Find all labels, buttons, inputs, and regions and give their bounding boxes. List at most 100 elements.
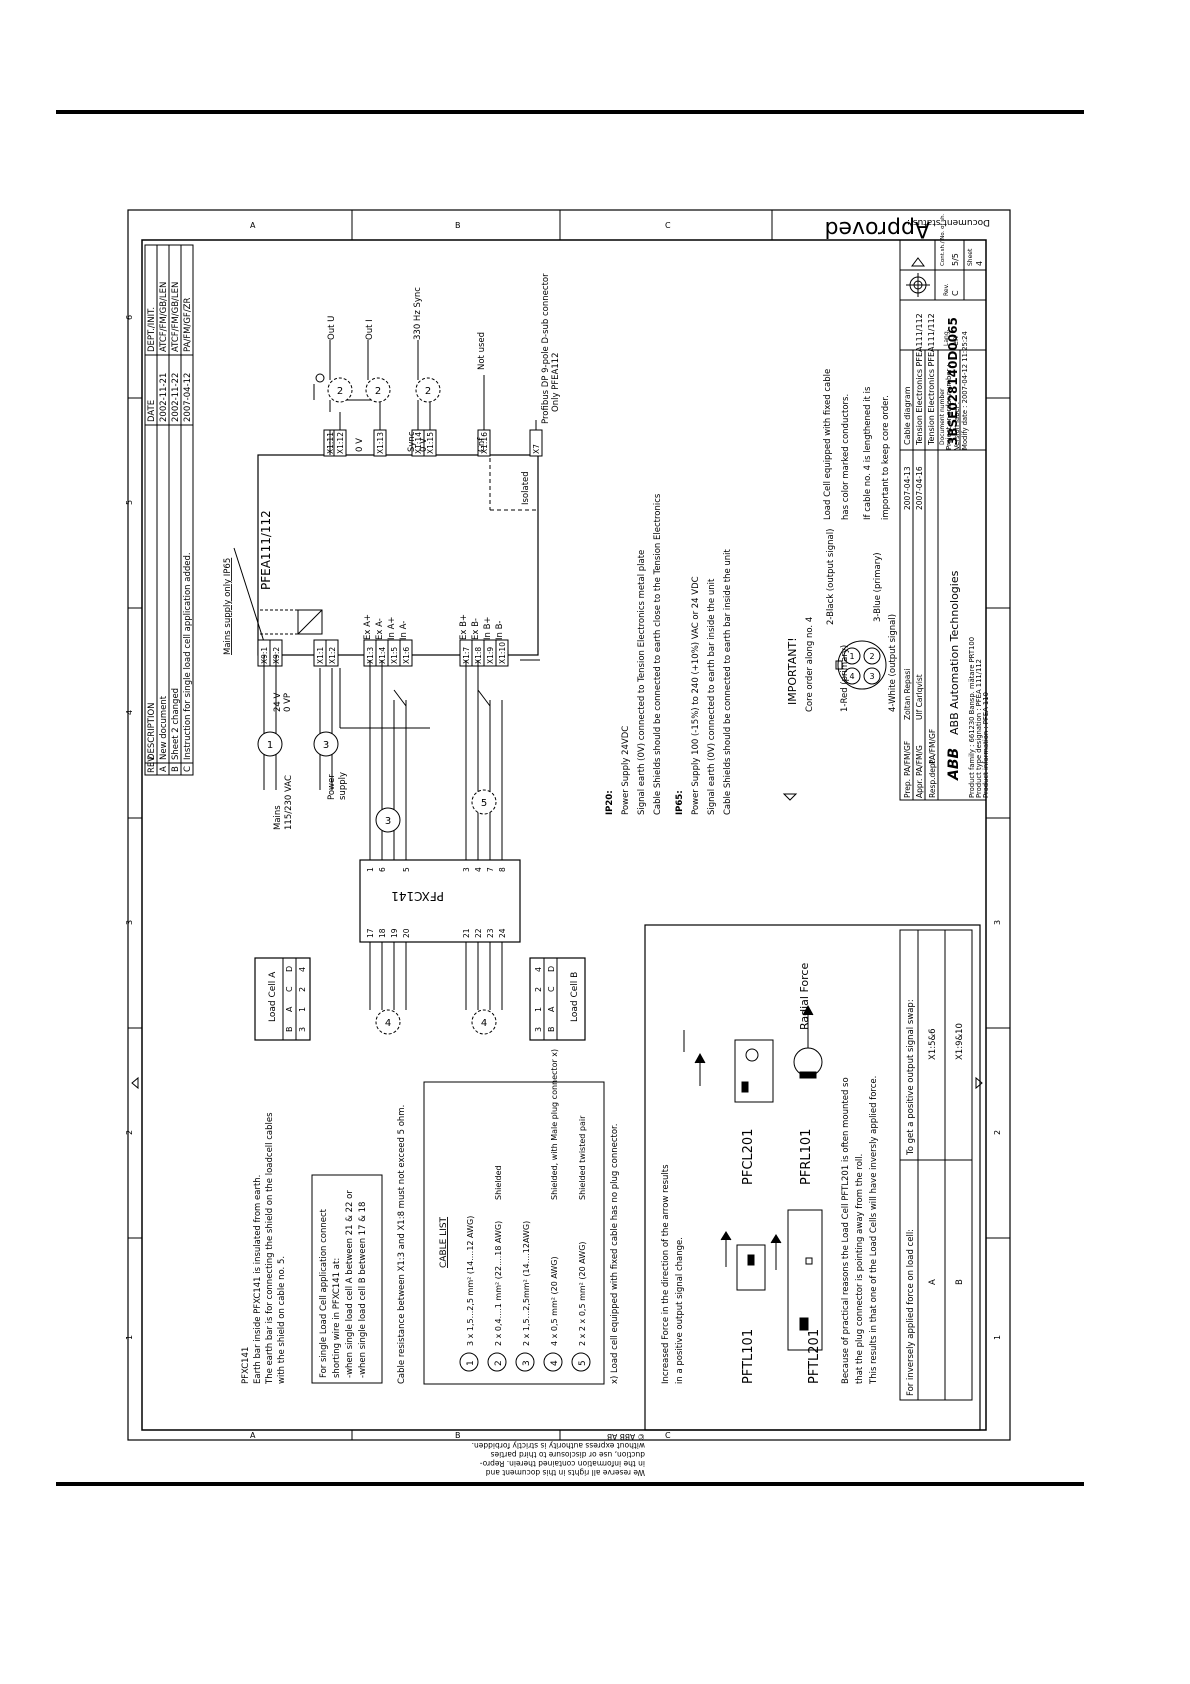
copyright-line-1: We reserve all rights in this document a…	[486, 1468, 645, 1477]
cable-list-spec: 4 x 0,5 mm² (20 AWG)	[550, 1256, 559, 1346]
rev-label: Rev.	[943, 283, 950, 296]
copyright-line-2: in the information contained therein. Re…	[479, 1459, 645, 1468]
pfea-left-terminal-label: X1:1	[316, 647, 325, 664]
output-cable-number: 2	[337, 386, 343, 397]
single-cell-line-3: -when single load cell A between 21 & 22…	[345, 1190, 355, 1378]
profibus-label: Profibus DP 9-pole D-sub connector	[541, 273, 551, 424]
prep-label: Prep.	[903, 779, 912, 798]
copyright-line-4: without express authority is strictly fo…	[472, 1441, 645, 1450]
output-cable-number: 2	[375, 386, 381, 397]
load-cell-a-pin-number: 4	[298, 967, 307, 972]
doc-type: Cable diagram	[903, 386, 912, 445]
cable-number-text: 1	[267, 740, 273, 751]
supply-label: supply	[338, 772, 348, 800]
lang-value: en	[951, 336, 960, 346]
pfea-right-terminal-label: X1:13	[376, 432, 385, 454]
load-cell-b-pin-letter: A	[547, 1006, 556, 1012]
pfxc-note-line-3: with the shield on cable no. 5.	[277, 1256, 287, 1384]
mains-only-note: Mains supply only IP65	[223, 558, 233, 655]
supply-24v: 24 V	[273, 692, 283, 712]
sheet-value: 4	[975, 261, 984, 266]
practical-line-3: This results in that one of the Load Cel…	[869, 1076, 879, 1385]
label-pftl201: PFTL201	[807, 1329, 822, 1384]
cable-number-circle	[313, 731, 339, 757]
pfea-right-terminal-label: X1:14	[414, 432, 423, 454]
fixed-cable-line-3: If cable no. 4 is lengthened it is	[863, 386, 873, 520]
output-cable-circle	[415, 377, 441, 403]
pfea-left-terminal-label: X1:5	[390, 647, 399, 664]
signal-in-b-minus: In B-	[495, 621, 505, 641]
cable-number-text: 3	[323, 740, 329, 751]
pfxc-note-line-2: The earth bar is for connecting the shie…	[265, 1112, 275, 1385]
prep-date: 2007-04-13	[903, 466, 912, 510]
pfea-left-terminal-label: X1:8	[474, 647, 483, 664]
junction-top-pin: 20	[402, 928, 411, 938]
cable-list-rows: 13 x 1,5...2,5 mm² (14....12 AWG)22 x 0,…	[459, 1049, 591, 1372]
rev-a-dept: ATCF/FM/GB/LEN	[159, 282, 169, 352]
project-line-1: Project or order number :	[945, 364, 953, 450]
load-cell-a-title: Load Cell A	[268, 971, 278, 1022]
load-cell-a-pin-letter: C	[285, 986, 294, 992]
center-marker-right	[975, 1076, 983, 1090]
fixed-cable-line-4: important to keep core order.	[881, 395, 891, 520]
cable-list-box	[423, 1081, 605, 1385]
appr-dept: PA/FM/G	[915, 745, 924, 776]
appr-date: 2007-04-16	[915, 466, 924, 510]
doc-number-label: Document number	[939, 388, 946, 445]
signal-in-a-plus: In A+	[387, 616, 397, 640]
pfea-left-terminal-label: X1:2	[328, 647, 337, 664]
load-cell-b-pin-letter: B	[547, 1027, 556, 1033]
swap-header-cell: For inversely applied force on load cell…	[906, 1229, 916, 1396]
doc-title-line-1: Tension Electronics PFEA111/112	[915, 313, 924, 446]
earth-icon	[315, 373, 325, 383]
mains-voltage: 115/230 VAC	[284, 775, 294, 830]
core-3: 3-Blue (primary)	[873, 552, 883, 622]
cable-number-circle	[471, 789, 497, 815]
pfea-left-terminal-label: X1:7	[462, 647, 471, 664]
pfea-left-terminal-label: X1:4	[378, 647, 387, 664]
bottom-rule	[56, 1482, 1084, 1486]
zone-b-bottom: B	[455, 1431, 461, 1440]
ip65-title: IP65:	[675, 790, 685, 815]
drawing-border	[141, 239, 987, 1431]
swap-row-b-signal: X1:9&10	[955, 1023, 965, 1060]
junction-top-pin: 22	[474, 928, 483, 938]
rev-c-letter: C	[183, 766, 193, 772]
fixed-cable-line-2: has color marked conductors.	[841, 394, 851, 520]
single-cell-line-1: For single Load Cell application connect	[319, 1208, 329, 1378]
ip65-line-3: Cable Shields should be connected to ear…	[723, 548, 733, 815]
load-cell-b-pin-number: 4	[534, 967, 543, 972]
junction-top-pin: 21	[462, 928, 471, 938]
cable-list-note: Shielded	[494, 1165, 503, 1200]
resp-dept: PA/FM/GF	[928, 729, 937, 764]
important-subtitle: Core order along no. 4	[805, 617, 815, 712]
load-cell-a-pin-letter: B	[285, 1027, 294, 1033]
load-cell-a-pin-number: 2	[298, 987, 307, 992]
junction-bottom-pin: 1	[366, 867, 375, 872]
abb-logo: ABB	[946, 748, 962, 781]
load-cell-a: Load Cell A	[254, 957, 311, 1041]
rev-a-date: 2002-11-21	[159, 373, 169, 422]
cable-number-text: 5	[481, 798, 487, 809]
signal-in-a-minus: In A-	[399, 621, 409, 640]
prep-name: Zoltan Repasi	[903, 669, 912, 720]
copyright-line-3: duction, use or disclosure to third part…	[491, 1450, 645, 1459]
rev-value: C	[951, 290, 960, 296]
mains-label: Mains	[273, 805, 283, 830]
junction-bottom-pin: 4	[474, 867, 483, 872]
cable-list-number: 4	[550, 1360, 560, 1366]
force-line-1: Increased Force in the direction of the …	[661, 1164, 671, 1384]
zone-2-left: 2	[125, 1130, 134, 1135]
junction-bottom-pin: 6	[378, 867, 387, 872]
ip20-title: IP20:	[605, 790, 615, 815]
core-pin-3: 3	[869, 672, 874, 681]
ip20-line-3: Cable Shields should be connected to ear…	[653, 493, 663, 815]
sheet-label: Sheet	[967, 248, 974, 266]
document-status: Approved	[824, 216, 930, 241]
pfea-left-terminal-label: X1:9	[486, 647, 495, 664]
swap-row-b-cell: B	[955, 1279, 965, 1285]
pfea-left-terminal-box	[399, 639, 413, 667]
